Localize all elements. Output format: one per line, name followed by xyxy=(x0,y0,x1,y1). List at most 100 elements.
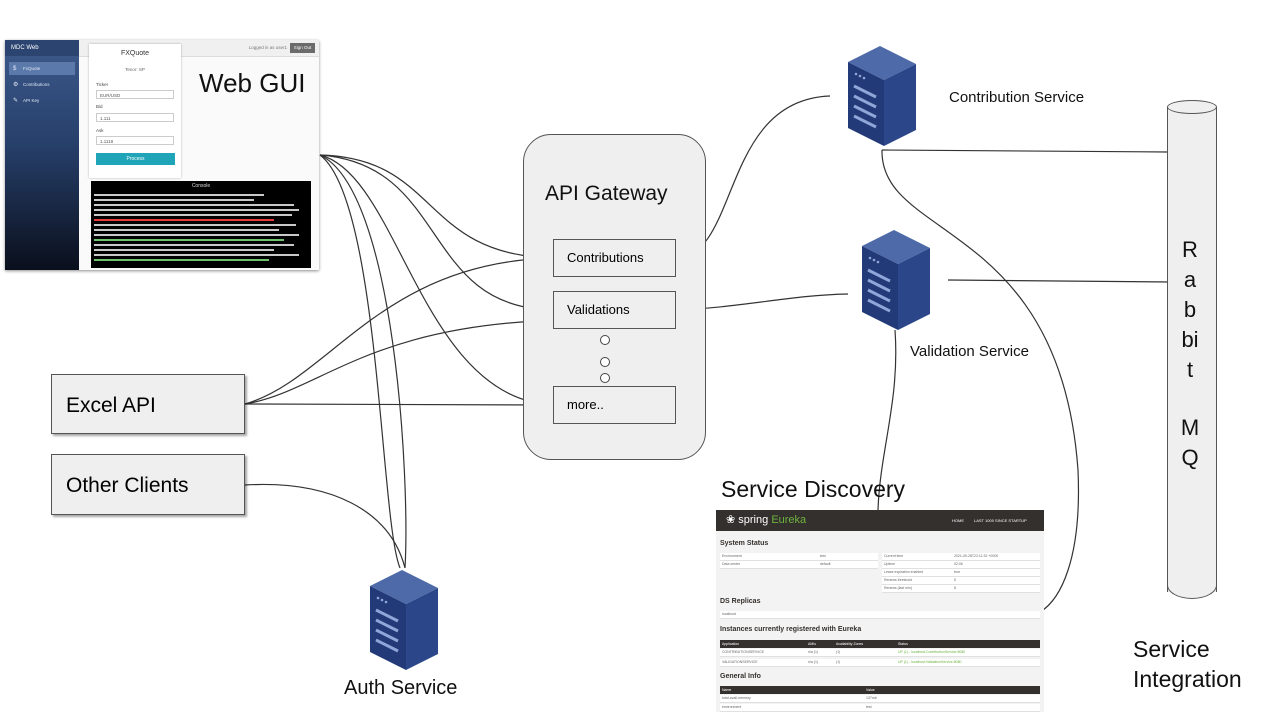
web-gui-fxquote-card: FXQuote Tenor: SP Ticker EUR/USD Bid 1.1… xyxy=(89,44,181,178)
web-gui-nav-label: Contributions xyxy=(23,82,50,87)
eureka-general-row: total-avail-memory 137mb xyxy=(720,695,1040,703)
rabbit-mq-cylinder xyxy=(1167,107,1217,592)
eureka-instances-header: Application AMIs Availability Zones Stat… xyxy=(720,640,1040,648)
web-gui-field-label: Ticker xyxy=(96,82,109,87)
other-clients-box: Other Clients xyxy=(51,454,245,515)
eureka-screenshot: ❀ spring Eureka HOME LAST 1000 SINCE STA… xyxy=(716,510,1044,712)
eureka-logo-eureka: Eureka xyxy=(771,514,807,526)
eureka-general-info: General Info xyxy=(720,673,761,680)
web-gui-nav-contributions: ⚙Contributions xyxy=(9,78,75,91)
auth-server-icon xyxy=(370,570,438,670)
web-gui-nav-api-key: ✎API Key xyxy=(9,94,75,107)
cell: true xyxy=(954,570,961,574)
ellipsis-dot xyxy=(600,373,610,383)
cell: Value xyxy=(866,688,875,692)
console-log-line xyxy=(94,259,269,261)
cell: Name xyxy=(722,688,732,692)
route-contributions: Contributions xyxy=(553,239,676,277)
cell: AMIs xyxy=(808,642,816,646)
cell: total-avail-memory xyxy=(722,696,751,700)
console-log-line xyxy=(94,194,264,196)
eureka-replica-row: localhost xyxy=(720,611,1040,619)
connector xyxy=(244,403,554,406)
cell: Renews threshold xyxy=(884,578,913,582)
console-log-line xyxy=(94,254,299,256)
cell: CONTRIBUTIONSERVICE xyxy=(722,650,764,654)
eureka-instance-row: CONTRIBUTIONSERVICE n/a (1) (1) UP (1) -… xyxy=(720,649,1040,657)
cell: test xyxy=(820,554,826,558)
cell: 137mb xyxy=(866,696,877,700)
cell: VALIDATIONSERVICE xyxy=(722,660,758,664)
console-log-line xyxy=(94,249,274,251)
connector xyxy=(319,154,554,259)
cell: Uptime xyxy=(884,562,896,566)
console-log-line xyxy=(94,244,294,246)
route-more: more.. xyxy=(553,386,676,424)
cell: environment xyxy=(722,705,742,709)
rabbit-mq-letter: Q xyxy=(1181,445,1199,470)
rabbit-mq-letter: b xyxy=(1183,297,1197,322)
service-discovery-title: Service Discovery xyxy=(721,476,906,502)
connector xyxy=(244,483,406,569)
auth-service-label: Auth Service xyxy=(344,677,458,699)
connector xyxy=(881,149,1169,153)
web-gui-process-button: Process xyxy=(96,153,175,165)
cell: Current time xyxy=(884,554,904,558)
eureka-system-status: System Status xyxy=(720,540,769,547)
contribution-service-label: Contribution Service xyxy=(949,89,1085,106)
cell: UP (1) - localhost:ValidationService:808… xyxy=(898,660,962,664)
wrench-icon: ✎ xyxy=(13,98,19,104)
eureka-instances-title: Instances currently registered with Eure… xyxy=(720,626,862,633)
eureka-status-row: Environment test xyxy=(720,553,878,561)
web-gui-nav-fxquote: $FxQuote xyxy=(9,62,75,75)
web-gui-brand: MDC Web xyxy=(5,40,79,56)
eureka-general-row: environment test xyxy=(720,704,1040,712)
dollar-icon: $ xyxy=(13,66,17,72)
eureka-status-row: Data center default xyxy=(720,561,878,569)
cell: (1) xyxy=(836,660,841,664)
contribution-server-icon xyxy=(848,46,916,146)
api-gateway-title: API Gateway xyxy=(545,182,668,205)
cell: 2021-09-28T22:11:32 +0000 xyxy=(954,554,999,558)
connector xyxy=(244,319,571,405)
web-gui-ticker-field: EUR/USD xyxy=(96,90,174,99)
console-log-line xyxy=(94,234,299,236)
cell: UP (1) - localhost:ContributionService:8… xyxy=(898,650,966,654)
cell: test xyxy=(866,705,872,709)
cell: Status xyxy=(898,642,908,646)
web-gui-label: Web GUI xyxy=(199,68,306,98)
web-gui-bid-field: 1.111 xyxy=(96,113,174,122)
console-log-line xyxy=(94,199,254,201)
web-gui-ask-field: 1.1118 xyxy=(96,136,174,145)
rabbit-mq-letter: a xyxy=(1183,267,1197,292)
service-integration-label-line1: Service xyxy=(1133,636,1210,662)
console-log-line xyxy=(94,229,279,231)
ellipsis-dot xyxy=(600,357,610,367)
validation-service-label: Validation Service xyxy=(910,343,1029,360)
eureka-nav-last: LAST 1000 SINCE STARTUP xyxy=(974,518,1027,523)
cell: Application xyxy=(722,642,740,646)
web-gui-field-label: Bid xyxy=(96,104,103,109)
web-gui-login-status: Logged in as user1 xyxy=(248,45,287,50)
connector xyxy=(244,257,554,405)
web-gui-field-label: Ask xyxy=(96,128,104,133)
web-gui-screenshot: MDC Web $FxQuote ⚙Contributions ✎API Key… xyxy=(5,40,319,270)
route-validations: Validations xyxy=(553,291,676,329)
validation-server-icon xyxy=(862,230,930,330)
console-log-line xyxy=(94,204,294,206)
eureka-status-row: Lease expiration enabled true xyxy=(882,569,1040,577)
console-log-line xyxy=(94,239,284,241)
eureka-status-row: Renews (last min) 8 xyxy=(882,585,1040,593)
excel-api-box: Excel API xyxy=(51,374,245,434)
eureka-nav-home: HOME xyxy=(952,518,964,523)
connector xyxy=(319,154,554,406)
console-log-line xyxy=(94,214,292,216)
cell: Availability Zones xyxy=(836,642,864,646)
web-gui-console: Console xyxy=(91,181,311,268)
web-gui-sign-out-button: Sign Out xyxy=(290,43,315,53)
service-integration-label-line2: Integration xyxy=(1133,666,1242,692)
web-gui-card-subtitle: Tenor: SP xyxy=(125,67,145,72)
cell: Environment xyxy=(722,554,742,558)
eureka-general-header: Name Value xyxy=(720,686,1040,694)
eureka-status-row: Current time 2021-09-28T22:11:32 +0000 xyxy=(882,553,1040,561)
